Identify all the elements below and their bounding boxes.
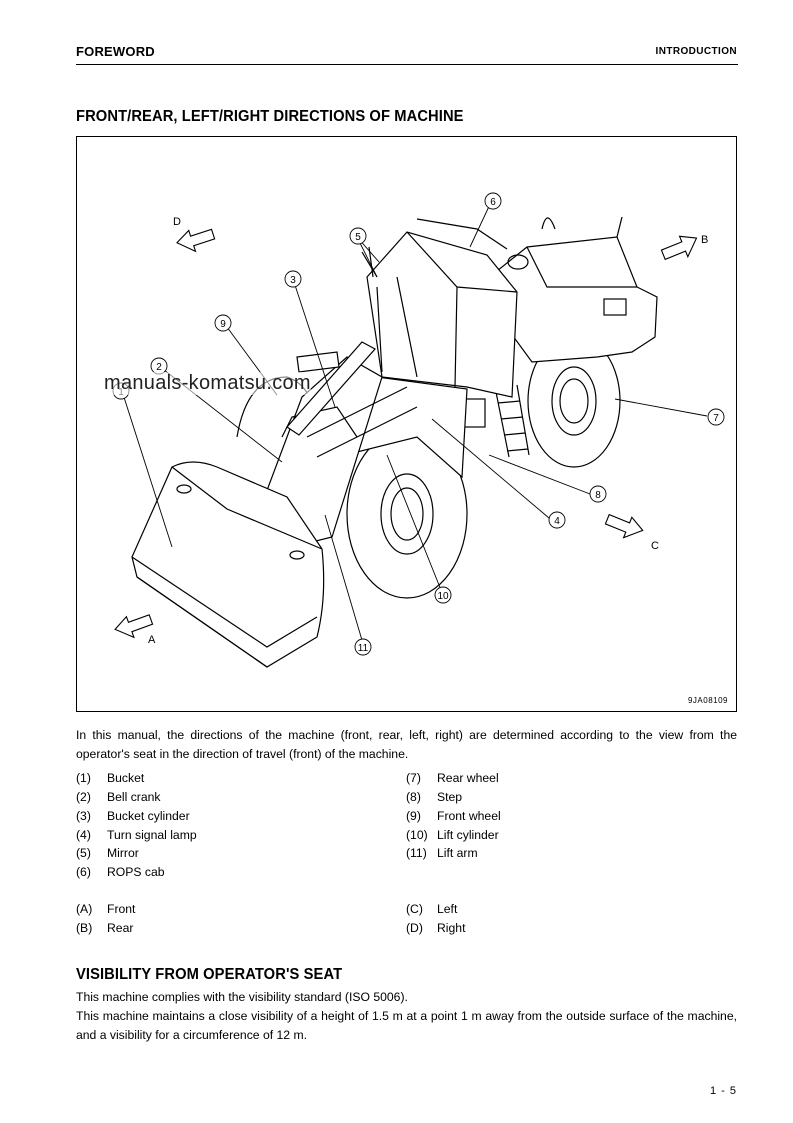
callout-4: 4 xyxy=(548,511,566,529)
visibility-line-1: This machine complies with the visibilit… xyxy=(76,990,408,1004)
callout-9: 9 xyxy=(214,314,232,332)
figure-code: 9JA08109 xyxy=(687,696,728,705)
visibility-line-2: This machine maintains a close visibilit… xyxy=(76,1009,737,1042)
intro-paragraph: In this manual, the directions of the ma… xyxy=(76,728,737,761)
callout-3: 3 xyxy=(284,270,302,288)
svg-text:7: 7 xyxy=(713,413,719,424)
callout-6: 6 xyxy=(484,192,502,210)
callout-8: 8 xyxy=(589,485,607,503)
header-left: FOREWORD xyxy=(76,44,155,59)
wheel-loader-illustration: D B C A 1 2 3 4 5 6 7 8 9 10 11 xyxy=(112,192,725,668)
arrow-b-icon xyxy=(660,235,698,261)
header-right: INTRODUCTION xyxy=(655,46,737,57)
arrow-c-icon xyxy=(604,513,644,539)
svg-text:10: 10 xyxy=(437,591,449,602)
callout-10: 10 xyxy=(434,586,452,604)
section-title-visibility: VISIBILITY FROM OPERATOR'S SEAT xyxy=(76,966,343,983)
svg-text:2: 2 xyxy=(156,362,162,373)
svg-text:3: 3 xyxy=(290,275,296,286)
watermark-text: manuals-komatsu.com xyxy=(104,372,311,395)
svg-text:11: 11 xyxy=(358,643,369,654)
section-title-directions: FRONT/REAR, LEFT/RIGHT DIRECTIONS OF MAC… xyxy=(76,108,464,125)
svg-text:9: 9 xyxy=(220,319,226,330)
direction-b-label: B xyxy=(701,234,708,246)
callout-11: 11 xyxy=(354,638,372,656)
direction-d-label: D xyxy=(173,216,181,228)
machine-figure: D B C A 1 2 3 4 5 6 7 8 9 10 11 9JA08109 xyxy=(76,136,737,712)
arrow-a-icon xyxy=(114,614,154,639)
direction-a-label: A xyxy=(148,634,156,646)
svg-text:5: 5 xyxy=(355,232,361,243)
callout-7: 7 xyxy=(707,408,725,426)
arrow-d-icon xyxy=(176,228,216,253)
svg-text:8: 8 xyxy=(595,490,601,501)
header-rule xyxy=(76,64,738,65)
callout-5: 5 xyxy=(349,227,367,245)
svg-text:6: 6 xyxy=(490,197,496,208)
page-number: 1 - 5 xyxy=(709,1085,737,1097)
direction-c-label: C xyxy=(651,540,659,552)
svg-text:4: 4 xyxy=(554,516,560,527)
